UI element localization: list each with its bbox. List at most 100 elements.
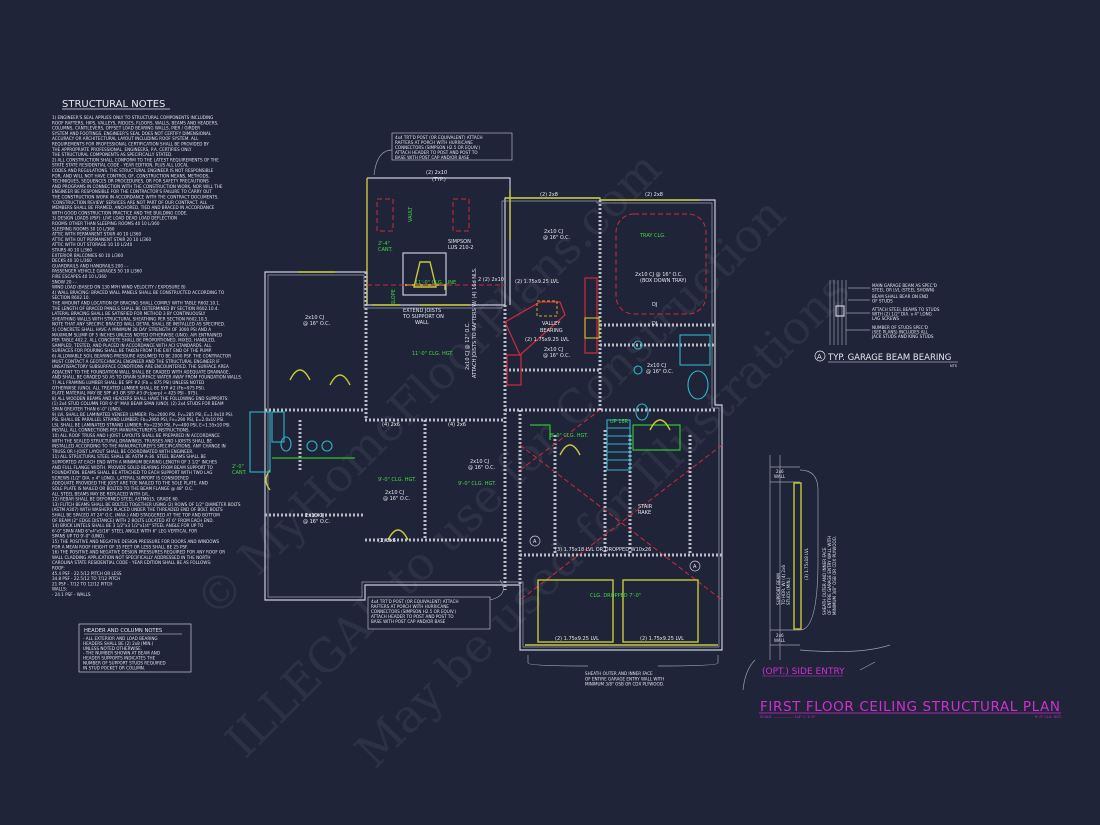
text-line: AND SHALL BE GRADED SO AS TO DRAIN SURFA… — [52, 375, 242, 380]
text-line: IN STUD POCKET OR COLUMN. — [83, 665, 145, 670]
text-line: OTHERWISE (UNO). ALL TREATED LUMBER SHAL… — [52, 385, 205, 390]
text-line: REQUIREMENTS FOR PROFESSIONAL CERTIFICAT… — [52, 142, 209, 147]
detail-note: WITH (2) 1/2" DIA. x 4" LONG — [872, 312, 932, 317]
text-line: - 24.1 PSF - WALLS — [52, 592, 91, 597]
text-line: 21 PSF - 7/12 TO 12/12 PITCH — [52, 581, 113, 586]
label-stair-up: UP 18R — [610, 419, 629, 425]
text-line: PLATE MATERIAL MAY BE SPF #3 OR SYP #3 (… — [52, 391, 198, 396]
label-cj: 2x10 CJ — [544, 347, 563, 353]
label-oc: @ 16" O.C. — [303, 519, 331, 525]
text-line: WALL CLADDING APPLICATION NOT SPECIFICAL… — [52, 555, 211, 560]
text-line: WITH GOOD CONSTRUCTION PRACTICE AND THE … — [52, 210, 188, 215]
label-cant: 2'-0" — [232, 464, 244, 470]
label-header: (2) 2x6 — [378, 538, 396, 544]
beam-marker: A — [533, 539, 537, 545]
text-line: FIRE ESCAPES 40 10 L/360 — [52, 274, 107, 279]
side-entry-label: SUPPORT BEAM — [776, 573, 781, 605]
label-oc: @ 16" O.C. — [468, 465, 496, 471]
clg-note: 9'-0" CLG. HGT. — [1035, 715, 1062, 719]
label-clg-hgt: 8'-0" CLG. HGT. — [550, 433, 589, 439]
side-entry-label: 2x6 — [776, 469, 784, 474]
label-lvl: (2) 1.75x9.25 LVL — [525, 337, 569, 343]
detail-scale: NTS — [950, 364, 958, 368]
text-line: SPANS UP TO 9'-0" (UNO). — [52, 534, 105, 539]
text-line: PSL SHALL BE PARALLEL STRAND LUMBER: Fb=… — [52, 417, 225, 422]
text-line: SHEATHING WALLS WITH STRUCTURAL SHEATHIN… — [52, 316, 209, 321]
text-line: OF BEAM (2" EDGE DISTANCE) WITH 2 BOLTS … — [52, 518, 214, 523]
text-line: INSTALL ALL CONNECTIONS PER MANUFACTURER… — [52, 428, 190, 433]
plan-labels: (2) 2x10 (TYP.) (2) 2x8 (2) 2x8 VAULT 2'… — [232, 170, 701, 642]
text-line: 11) ALL STRUCTURAL STEEL SHALL BE ASTM A… — [52, 454, 206, 459]
title-block: FIRST FLOOR CEILING STRUCTURAL PLAN SCAL… — [759, 699, 1062, 719]
label-cj: 2x10 CJ @ 12" O.C. — [465, 322, 471, 370]
text-line: 13) FLITCH BEAMS SHALL BE BOLTED TOGETHE… — [52, 502, 241, 507]
text-line: MEMBERS SHALL BE FRAMED, ANCHORED, TIED … — [52, 205, 215, 210]
callout-porch-post-bottom: 4x4 TRT'D POST (OR EQUIVALENT) ATTACHRAF… — [367, 579, 504, 630]
text-line: (1) 2x4 STUD COLUMN FOR 6'-0" MAX BEAM S… — [52, 401, 224, 406]
text-line: FOR A MEAN ROOF HEIGHT OF 35 FEET OR LES… — [52, 544, 188, 549]
text-line: 6) ALLOWABLE SOIL BEARING PRESSURE ASSUM… — [52, 354, 231, 359]
label-cj: 2x10 CJ — [470, 459, 489, 465]
label-oc: @ 16" O.C. — [646, 369, 674, 375]
text-line: (ASTM A307) WITH WASHERS PLACED UNDER TH… — [52, 507, 223, 512]
text-line: 5) CONCRETE SHALL HAVE A MINIMUM 28 DAY … — [52, 327, 211, 332]
text-line: - THE NUMBER SHOWN AT BEAM AND — [83, 651, 160, 656]
label-header: (4) 2x6 — [382, 422, 400, 428]
text-line: WALLS: — [52, 587, 67, 592]
text-line: 4x4 TRT'D POST (OR EQUIVALENT) ATTACH — [395, 135, 483, 140]
beam-marker: A — [693, 564, 697, 570]
label-cant: 2'-4" — [378, 241, 390, 247]
text-line: ADJACENT TO THE FOUNDATION WALL SHALL BE… — [52, 369, 230, 374]
text-line: 6'-0" SPAN AND 6"x4"x5/16" STEEL ANGLE W… — [52, 528, 197, 533]
label-vault: VAULT — [408, 206, 414, 222]
side-entry-label: STUDS (MIN.) — [786, 577, 791, 605]
text-line: ALL STEEL BEAMS MAY BE REPLACED WITH LVL… — [52, 491, 150, 496]
text-line: BASE WITH POST CAP AND/OR BASE — [395, 155, 470, 160]
side-entry-label: TO HDR. W/ (4) 2x6 — [781, 565, 786, 606]
label-cj: 2x10 CJ — [544, 229, 563, 235]
text-line: CONNECTORS (SIMPSON H2.5 OR EQUIV.) — [371, 609, 457, 614]
text-line: PER TABLE 402.2. ALL CONCRETE SHALL BE P… — [52, 338, 215, 343]
text-line: 3) DESIGN LOADS (PSF): LIVE LOAD DEAD LO… — [52, 216, 177, 221]
text-line: UNSATISFACTORY SUBSURFACE CONDITIONS ARE… — [52, 364, 229, 369]
text-line: 7) ALL FRAMING LUMBER SHALL BE SPF #2 (F… — [52, 380, 204, 385]
text-line: SAMPLED, TESTED, AND PLACED IN ACCORDANC… — [52, 343, 212, 348]
text-line: SNOW 20 - - — [52, 279, 78, 284]
text-line: HEADER SUPPORTS INDICATES THE — [83, 656, 156, 661]
text-line: RAFTERS AT PORCH WITH HURRICANE — [395, 140, 473, 145]
text-line: EXTERIOR BALCONIES 60 10 L/360 — [52, 253, 123, 258]
detail-note: JACK STUDS AND KING STUDS — [871, 334, 934, 339]
label-simpson: LUS 210-2 — [448, 245, 474, 251]
floor-plan: (2) 2x10 (TYP.) (2) 2x8 (2) 2x8 VAULT 2'… — [232, 132, 723, 687]
text-line: BASE WITH POST CAP AND/OR BASE — [371, 619, 446, 624]
text-line: ADEQUATE PROVIDED THE JOIST ARE TOE NAIL… — [52, 481, 208, 486]
text-line: THE AMOUNT AND LOCATION OF BRACING SHALL… — [51, 301, 220, 306]
text-line: 4) WALL BRACING: BRACED WALL PANELS SHAL… — [52, 290, 224, 295]
header-column-notes: HEADER AND COLUMN NOTES - ALL EXTERIOR A… — [78, 623, 192, 673]
text-line: SCREWS (1/2" DIA. x 4" LONG). LATERAL SU… — [52, 475, 189, 480]
text-line: AND FULL FLANGE WIDTH. PROVIDE SOLID BEA… — [52, 465, 213, 470]
label-oc: @ 16" O.C. — [543, 235, 571, 241]
text-line: ROOMS OTHER THAN SLEEPING ROOMS 40 10 L/… — [52, 221, 160, 226]
side-entry-label: (3) 1.75x18 LVL — [804, 547, 809, 580]
label-dropped-beam: (3) 1.75x18 LVL OR DROPPED W10x26 — [555, 547, 651, 553]
text-line: THE APPROPRIATE PROFESSIONAL. ENGINEERS,… — [51, 147, 192, 152]
text-line: ROOF: — [52, 566, 65, 571]
label-extend: TO SUPPORT ON — [402, 314, 444, 320]
label-clg-dropped: CLG. DROPPED 7'-0" — [590, 593, 641, 599]
label-cj: 2x10 CJ — [305, 315, 324, 321]
label-oc: @ 16" O.C. — [543, 353, 571, 359]
label-lvl: (2) 1.75x9.25 LVL — [515, 279, 559, 285]
text-line: ACCURACY OR ARCHITECTURAL LAYOUT INCLUDI… — [52, 136, 199, 141]
label-clg-hgt: 9'-0" CLG. HGT. — [378, 477, 417, 483]
text-line: INSTALLED ACCORDING TO THE MANUFACTURER'… — [52, 444, 226, 449]
text-line: LATERAL BRACING SHALL BE SATISFIED FOR M… — [52, 311, 206, 316]
text-line: SYSTEM AND FOOTINGS. ENGINEER'S SEAL DOE… — [52, 131, 212, 136]
text-line: ATTIC WITH OUT STORAGE 10 10 L/240 — [52, 242, 133, 247]
scale-label: SCALE: .................. 1/4" = 1'-0" — [760, 715, 816, 719]
